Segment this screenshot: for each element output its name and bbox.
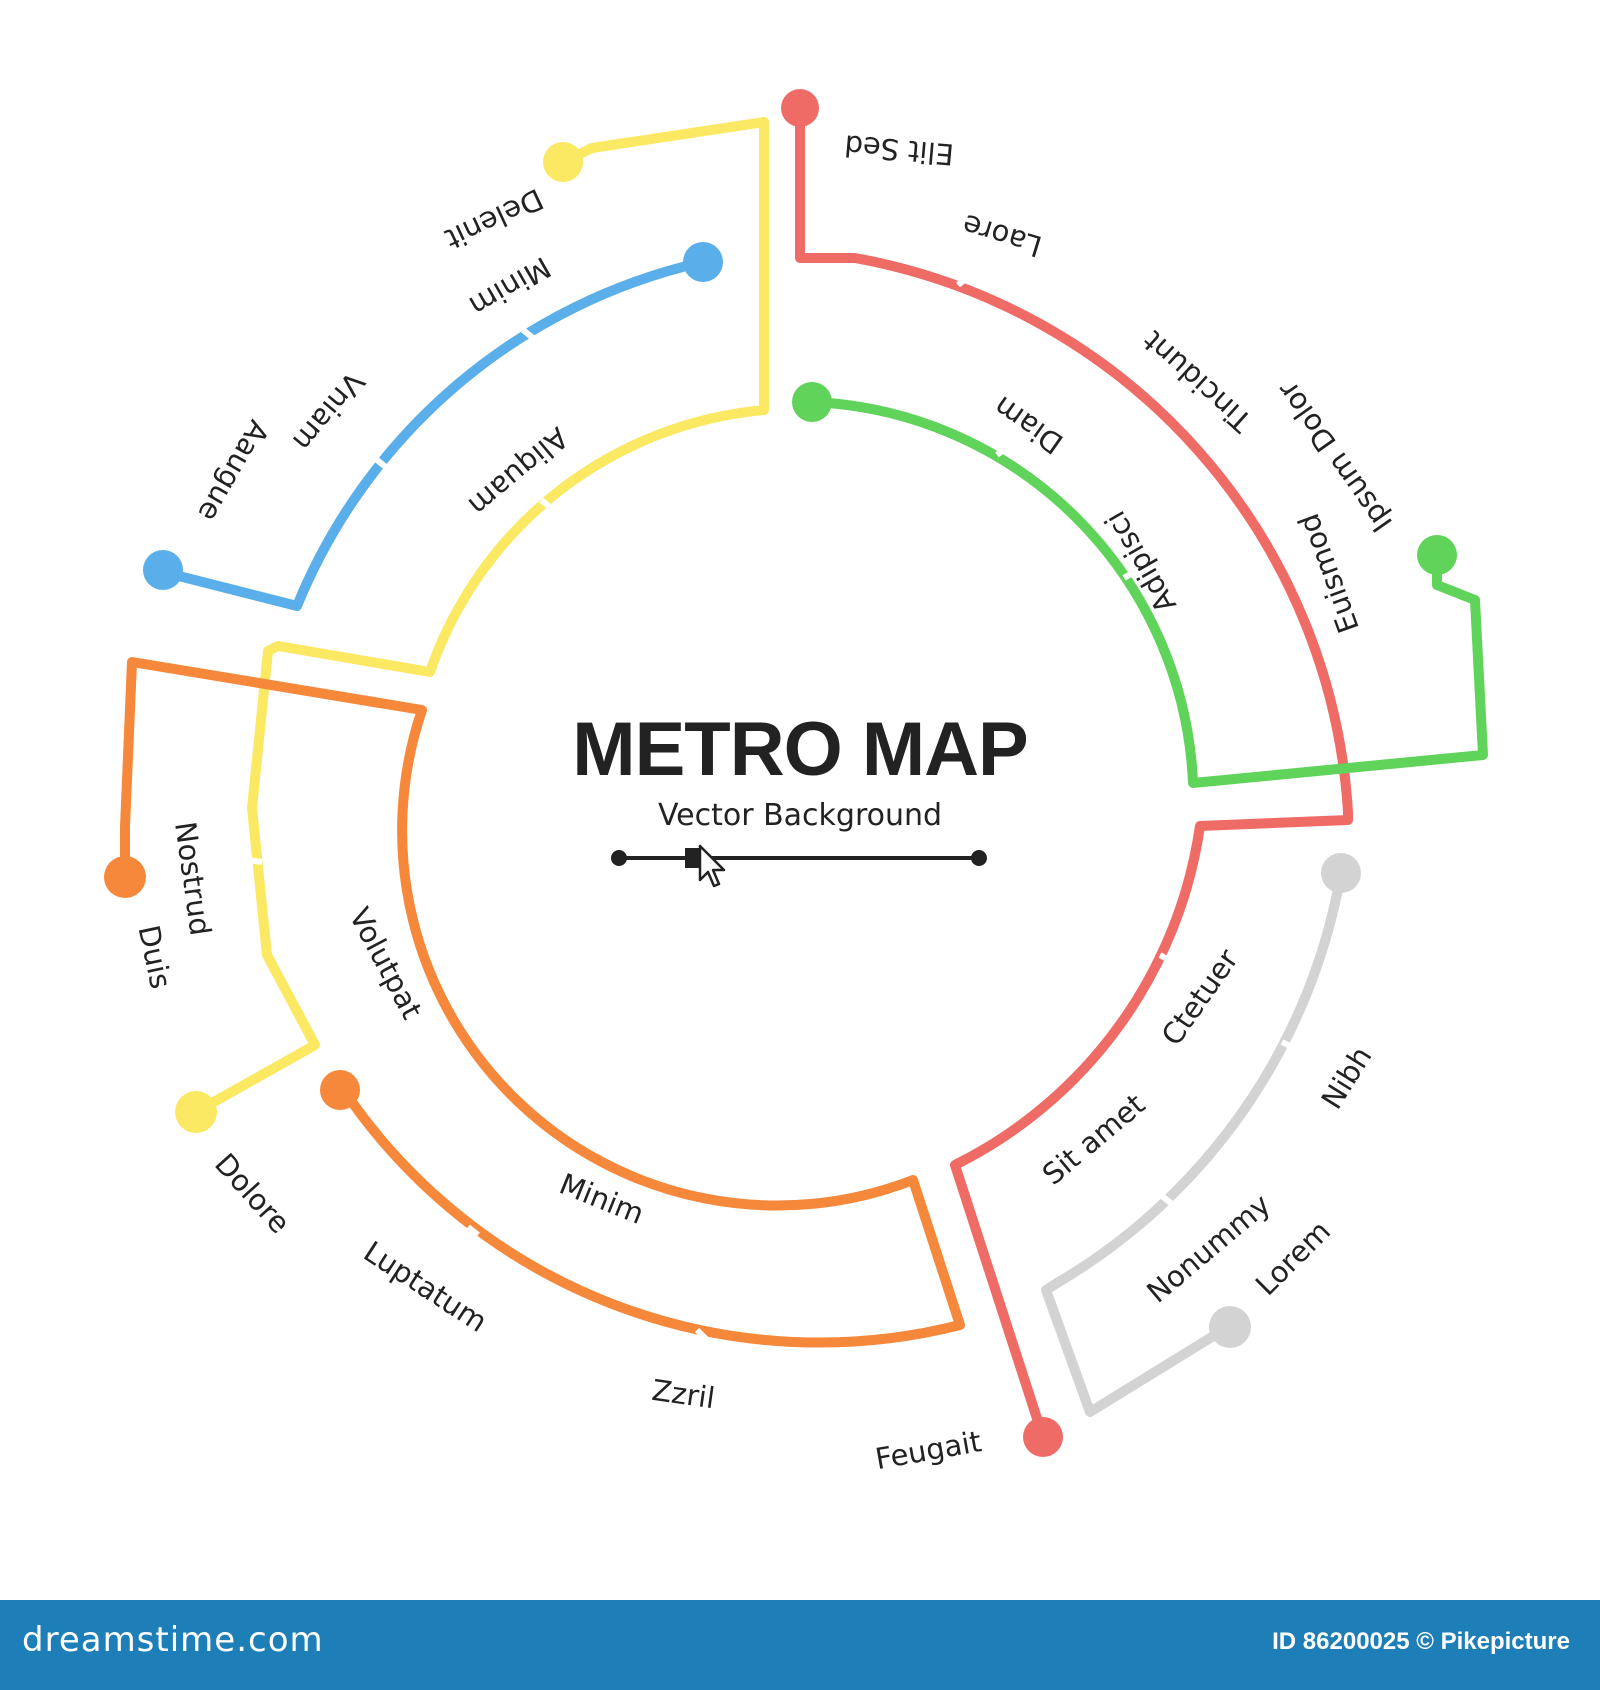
orange-terminal-bottom: [320, 1070, 360, 1110]
station-ticks: [247, 274, 1313, 1343]
red-terminal-bottom: [1023, 1417, 1063, 1457]
footer-site[interactable]: dreamstime.com: [22, 1620, 324, 1660]
station-deleniti: Delenit: [440, 182, 549, 257]
map-subtitle: Vector Background: [658, 798, 942, 833]
gray-terminal-bottom: [1209, 1306, 1251, 1348]
station-ipsum-dolor: Ipsum Dolor: [1270, 375, 1399, 539]
green-terminal-right: [1417, 535, 1457, 575]
blue-terminal-left: [143, 550, 183, 590]
yellow-line: [191, 117, 769, 1117]
yellow-terminal-top: [543, 142, 583, 182]
station-lorem: Lorem: [1249, 1214, 1337, 1302]
station-nibh: Nibh: [1314, 1040, 1378, 1114]
station-aliquam: Aliquam: [462, 420, 575, 522]
station-minim-top: Minim: [463, 250, 556, 323]
red-line: [795, 105, 1353, 1442]
footer-bar: dreamstime.com ID 86200025 © Pikepicture: [0, 1600, 1600, 1690]
station-feugait: Feugait: [873, 1424, 984, 1476]
title-slider-decoration: [611, 844, 987, 888]
map-title: METRO MAP: [572, 707, 1027, 792]
red-terminal-top: [781, 89, 819, 127]
blue-terminal-top: [683, 242, 723, 282]
orange-line: [120, 657, 965, 1348]
station-tincidunt: Tincidunt: [1136, 324, 1259, 439]
terminals: [104, 89, 1457, 1457]
green-line: [807, 397, 1488, 788]
gray-line: [1041, 868, 1346, 1417]
station-duis: Duis: [132, 922, 179, 992]
footer-credit: ID 86200025 © Pikepicture: [1272, 1628, 1570, 1655]
blue-line: [158, 257, 708, 611]
station-zzril: Zzril: [650, 1373, 717, 1415]
station-elit-sed: Elit Sed: [843, 128, 955, 171]
yellow-terminal-bottom: [175, 1091, 217, 1133]
metro-map: METRO MAP Vector Background Elit Sed Lao…: [104, 89, 1488, 1476]
cursor-arrow-icon: [698, 844, 726, 888]
gray-terminal-top: [1321, 853, 1361, 893]
station-dolore: Dolore: [208, 1147, 297, 1240]
station-luptatum: Luptatum: [358, 1234, 494, 1339]
station-laore: Laore: [958, 207, 1045, 263]
green-terminal-left: [792, 382, 832, 422]
station-nostrud: Nostrud: [168, 819, 218, 937]
orange-terminal-left: [104, 856, 146, 898]
station-vniam: Vniam: [286, 365, 371, 458]
station-aaugue: Aaugue: [191, 415, 276, 528]
